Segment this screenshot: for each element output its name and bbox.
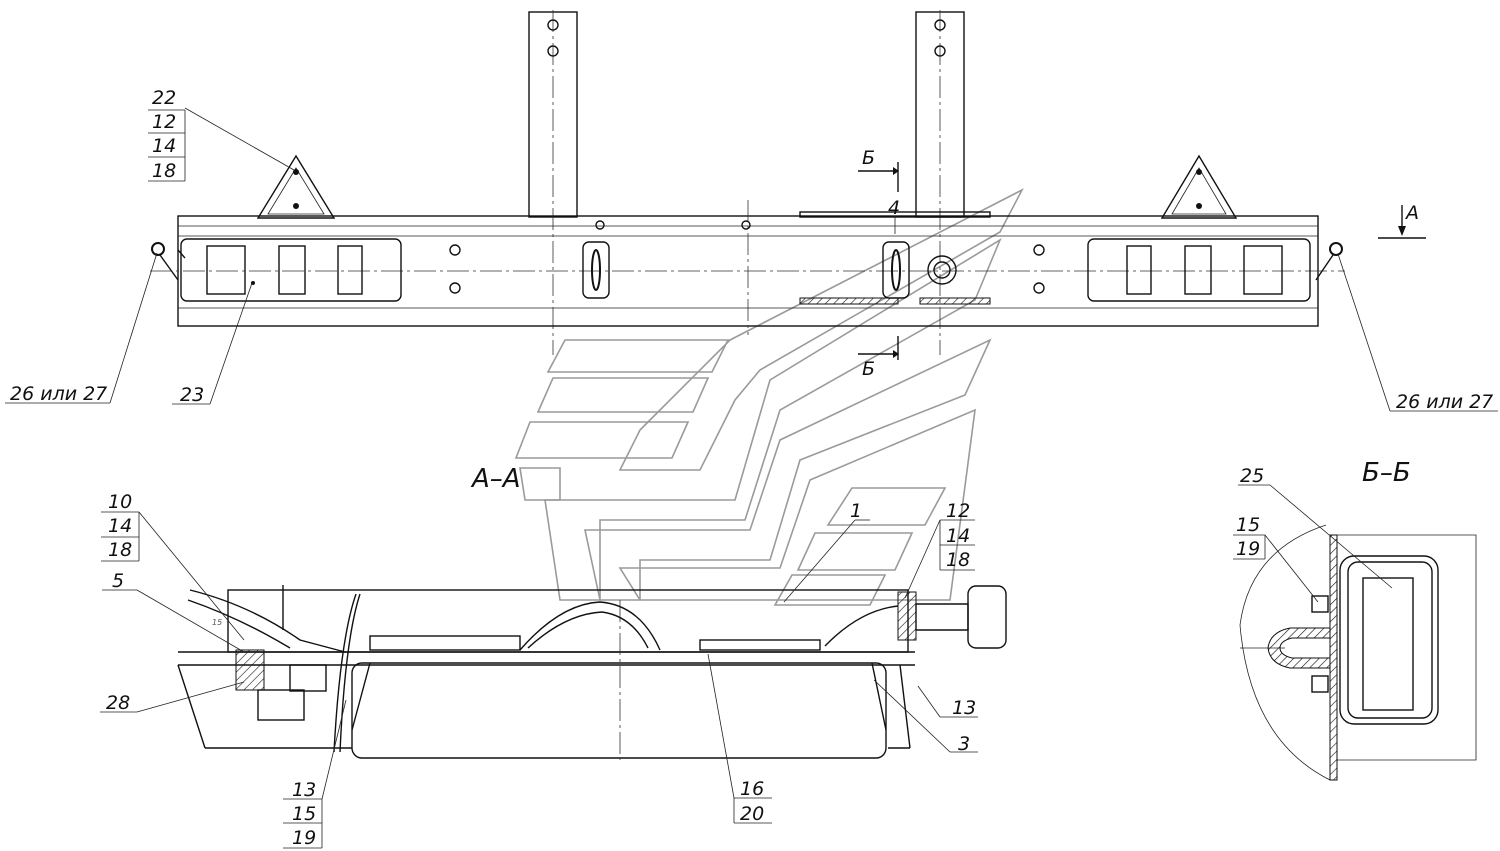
- callout-10: 10: [108, 491, 132, 513]
- section-title-aa: А–А: [470, 464, 521, 494]
- callout-22: 22: [152, 87, 176, 109]
- callout-14-aa-left: 14: [108, 515, 132, 537]
- callout-25: 25: [1240, 465, 1264, 487]
- callout-16: 16: [740, 778, 764, 800]
- callout-19-bottom: 19: [292, 827, 316, 849]
- section-aa-view: 15: [177, 585, 1007, 760]
- callout-18-aa-right: 18: [946, 549, 970, 571]
- callout-18-aa-left: 18: [108, 539, 132, 561]
- callout-12-aa-right: 12: [946, 500, 970, 522]
- callout-15-bb: 15: [1236, 514, 1260, 536]
- callout-5: 5: [112, 570, 124, 592]
- section-bb-view: [1239, 524, 1477, 781]
- callout-15-bottom: 15: [292, 803, 316, 825]
- callout-23: 23: [180, 384, 204, 406]
- section-arrow-b-bottom: Б: [862, 358, 875, 380]
- watermark-logo: [514, 188, 1024, 606]
- section-arrow-b-top: Б: [862, 147, 875, 169]
- callout-3: 3: [958, 733, 970, 755]
- callout-14-aa-right: 14: [946, 525, 970, 547]
- callout-13-bottom: 13: [292, 779, 316, 801]
- callout-1: 1: [850, 500, 862, 522]
- callout-15-tiny: 15: [212, 618, 222, 627]
- callout-14-top: 14: [152, 135, 176, 157]
- callout-26-or-27-right: 26 или 27: [1396, 391, 1493, 413]
- callout-28: 28: [106, 692, 130, 714]
- callout-12-top: 12: [152, 111, 176, 133]
- callout-4: 4: [888, 197, 900, 219]
- top-view: [150, 10, 1426, 360]
- callout-26-or-27-left: 26 или 27: [10, 383, 107, 405]
- callout-20: 20: [740, 803, 764, 825]
- view-arrow-a: А: [1404, 202, 1419, 224]
- section-title-bb: Б–Б: [1362, 458, 1411, 488]
- labels: 22 12 14 18 4 26 или 27 23 26 или 27 Б Б…: [10, 87, 1493, 849]
- callout-13-right: 13: [952, 697, 976, 719]
- callout-19-bb: 19: [1236, 538, 1260, 560]
- callout-18-top: 18: [152, 160, 176, 182]
